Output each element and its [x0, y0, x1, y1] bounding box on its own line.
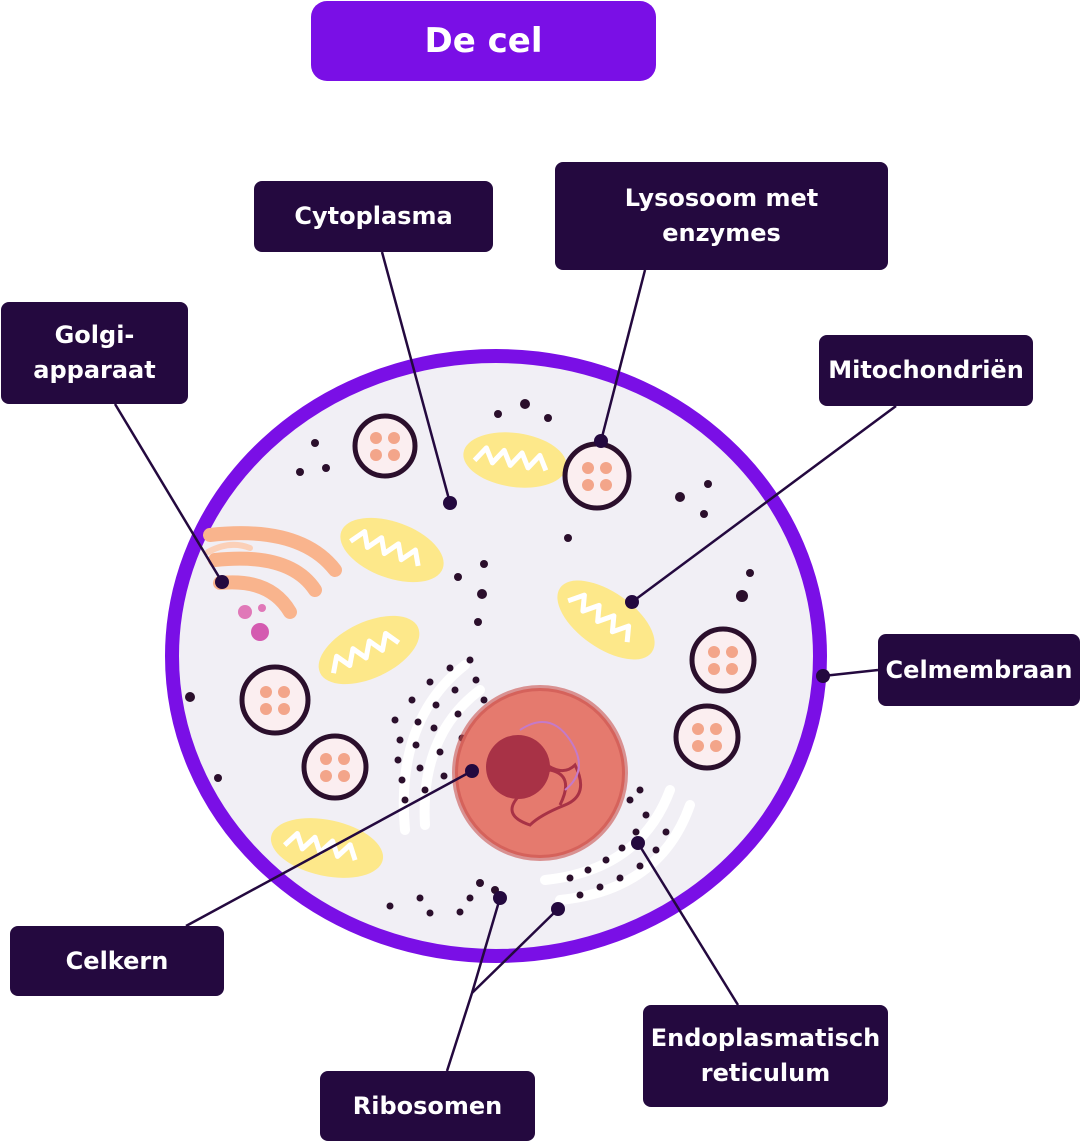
label-celkern-text: Celkern — [65, 946, 169, 975]
label-mitochondrien: Mitochondriën — [819, 335, 1033, 406]
lysosome — [239, 664, 311, 736]
golgi-vesicle — [258, 604, 266, 612]
mitochondrion — [463, 432, 567, 488]
label-ribosomen: Ribosomen — [320, 1071, 535, 1141]
leader-line-mitochondrien — [631, 404, 897, 604]
page-title: De cel — [424, 21, 543, 61]
er-ribosomes — [391, 656, 670, 899]
label-er: Endoplasmatisch reticulum — [643, 1005, 888, 1107]
title-banner: De cel — [311, 1, 656, 81]
nucleolus — [486, 735, 550, 799]
lysosome — [301, 733, 369, 801]
label-cytoplasma: Cytoplasma — [254, 181, 493, 252]
label-celkern: Celkern — [10, 926, 224, 996]
leader-line-cytoplasma — [380, 251, 452, 504]
nucleus — [452, 685, 628, 861]
leader-line-celkern — [185, 769, 473, 928]
leader-line-golgi — [113, 403, 224, 583]
mitochondrion — [318, 615, 420, 685]
label-golgi-text: Golgi- apparaat — [33, 321, 156, 384]
label-mitochondrien-text: Mitochondriën — [828, 356, 1024, 385]
label-celmembraan-text: Celmembraan — [885, 655, 1073, 684]
leader-line-er — [636, 842, 740, 1006]
mitochondrion — [557, 580, 655, 660]
label-lysosoom-text: Lysosoom met enzymes — [624, 184, 819, 247]
free-ribosomes — [185, 399, 754, 917]
label-er-text: Endoplasmatisch reticulum — [650, 1024, 881, 1087]
golgi-vesicle — [238, 605, 252, 619]
lysosome — [352, 413, 418, 479]
label-lysosoom: Lysosoom met enzymes — [555, 162, 888, 270]
lysosome — [562, 441, 632, 511]
lysosome — [673, 703, 741, 771]
leader-line-celmembraan — [822, 668, 879, 678]
lysosome — [689, 626, 757, 694]
leader-line-ribosomen-2 — [471, 908, 559, 994]
golgi-vesicle — [251, 623, 269, 641]
leader-lines — [113, 251, 897, 1072]
label-celmembraan: Celmembraan — [878, 634, 1080, 706]
leader-dots — [215, 434, 830, 916]
leader-line-lysosoom — [599, 269, 647, 442]
label-golgi: Golgi- apparaat — [1, 302, 188, 404]
mitochondrion — [340, 517, 444, 583]
label-ribosomen-text: Ribosomen — [352, 1091, 503, 1120]
golgi-apparatus — [203, 526, 342, 619]
label-cytoplasma-text: Cytoplasma — [294, 202, 453, 231]
